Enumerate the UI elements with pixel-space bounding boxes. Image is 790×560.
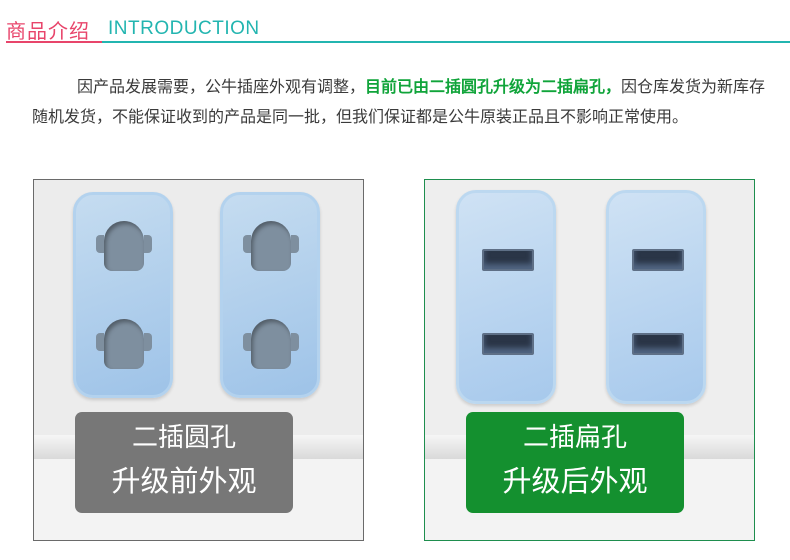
before-label-line2: 升级前外观 [111,464,257,498]
round-hole-socket-2 [220,192,320,398]
before-upgrade-panel: 二插圆孔 升级前外观 [33,179,364,541]
round-hole-bottom [243,319,299,369]
after-upgrade-panel: 二插扁孔 升级后外观 [424,179,755,541]
notice-text-before: 因产品发展需要，公牛插座外观有调整， [77,77,366,96]
section-title-en: INTRODUCTION [108,18,260,39]
notice-text-after: 因仓库发货为新库存随机发货，不能保证收到的产品是同一批，但我们保证都是公牛原装正… [32,77,766,126]
section-header: 商品介绍 INTRODUCTION [6,6,790,46]
round-hole-bottom [96,319,152,369]
before-label-line1: 二插圆孔 [131,423,236,453]
flat-hole-socket-1 [456,190,556,404]
flat-hole-top [482,249,534,271]
flat-hole-socket-2 [606,190,706,404]
round-hole-top [96,221,152,271]
after-label-box: 二插扁孔 升级后外观 [466,412,684,513]
flat-hole-top [632,249,684,271]
header-divider [6,41,790,43]
header-divider-accent [6,41,102,43]
after-label-line2: 升级后外观 [502,464,648,498]
section-title-cn: 商品介绍 [6,19,90,43]
notice-highlight: 目前已由二插圆孔升级为二插扁孔， [365,77,622,96]
notice-paragraph: 因产品发展需要，公牛插座外观有调整，目前已由二插圆孔升级为二插扁孔，因仓库发货为… [32,72,767,132]
round-hole-top [243,221,299,271]
flat-hole-bottom [632,333,684,355]
before-label-box: 二插圆孔 升级前外观 [75,412,293,513]
flat-hole-bottom [482,333,534,355]
after-label-line1: 二插扁孔 [522,423,627,453]
round-hole-socket-1 [73,192,173,398]
